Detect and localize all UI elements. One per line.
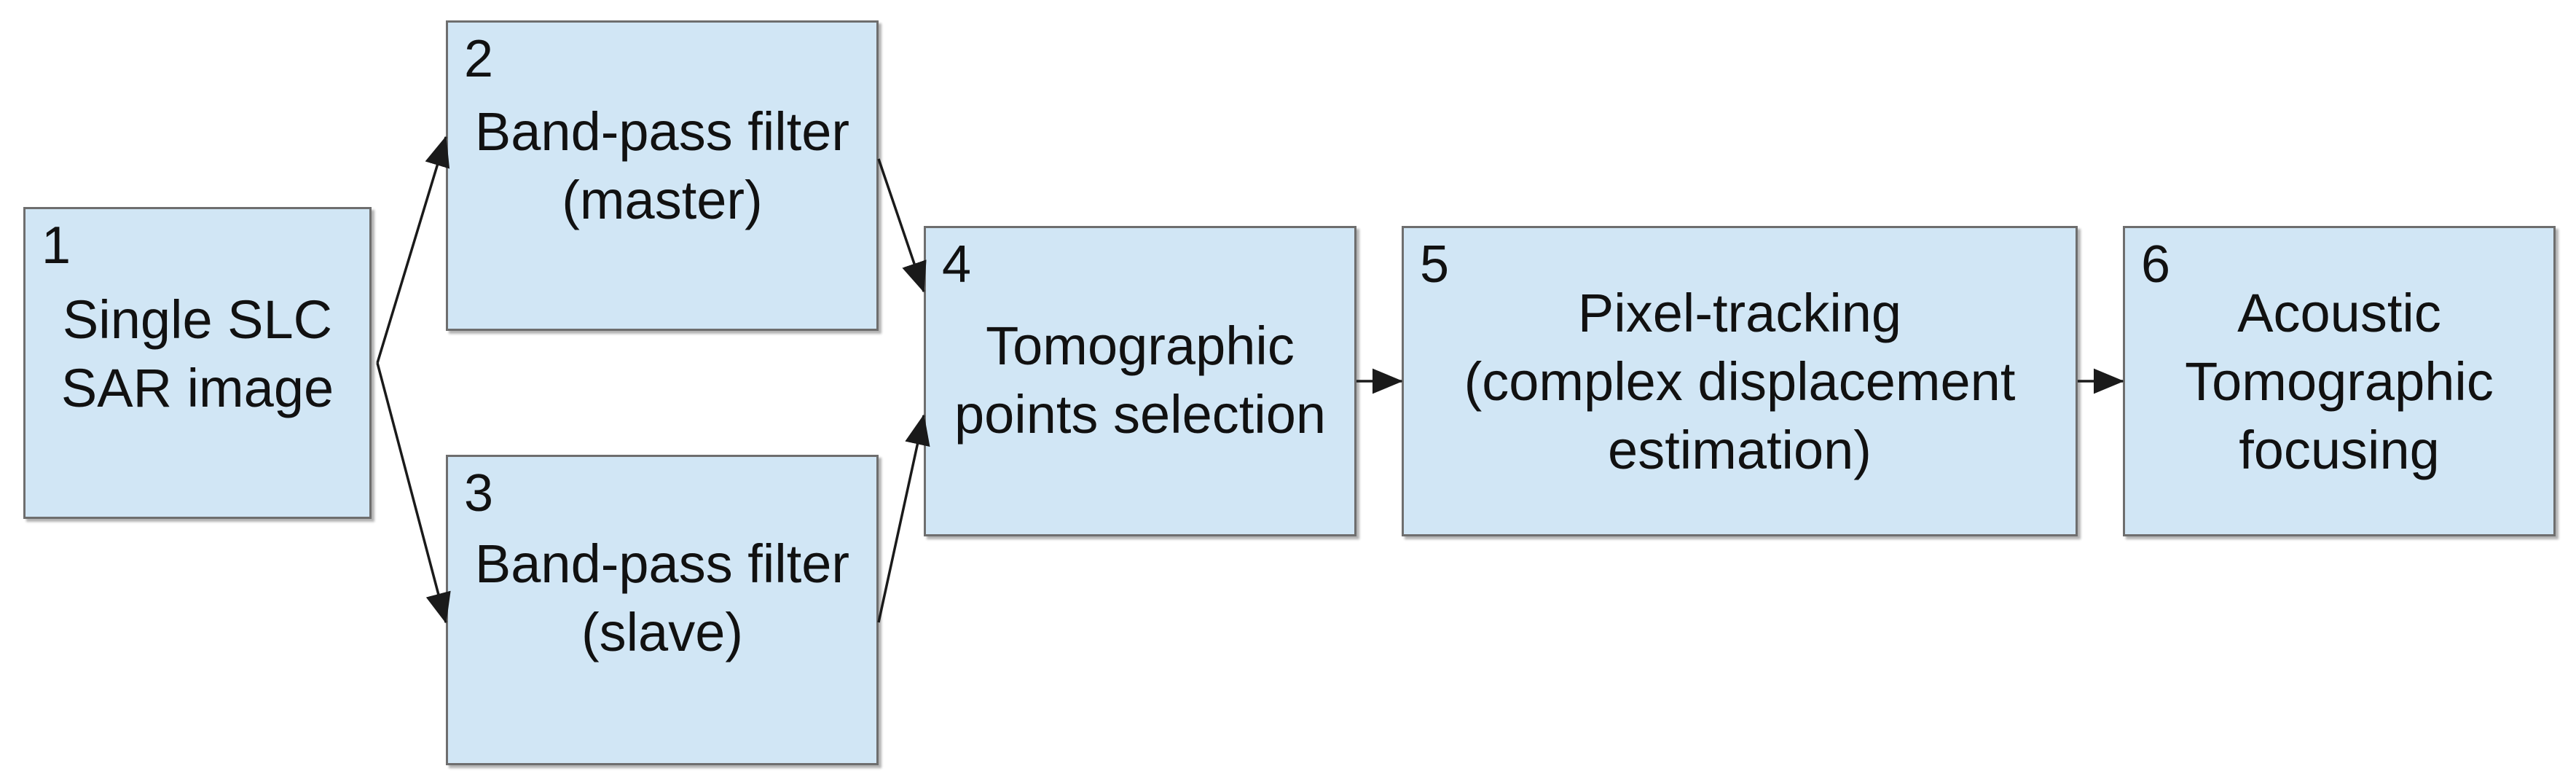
step-6-label-line-2: Tomographic (2185, 351, 2494, 412)
step-5-label: Pixel-tracking (complex displacement est… (1404, 279, 2076, 485)
step-5-number: 5 (1420, 235, 1450, 294)
step-1-label-line-2: SAR image (60, 358, 334, 418)
step-4-label-line-2: points selection (954, 384, 1327, 445)
step-4-number: 4 (942, 235, 972, 294)
step-5-label-line-1: Pixel-tracking (1577, 283, 1902, 343)
step-6-box: 6 Acoustic Tomographic focusing (2123, 226, 2556, 536)
step-3-box: 3 Band-pass filter (slave) (446, 455, 879, 765)
step-1-number: 1 (42, 216, 71, 275)
step-3-label-line-1: Band-pass filter (474, 533, 850, 594)
step-5-label-line-2: (complex displacement (1464, 351, 2016, 412)
step-4-label: Tomographic points selection (926, 312, 1354, 449)
arrow-2-to-4 (877, 158, 927, 293)
step-6-number: 6 (2141, 235, 2171, 294)
step-3-label: Band-pass filter (slave) (448, 530, 876, 667)
step-4-box: 4 Tomographic points selection (924, 226, 1356, 536)
step-4-label-line-1: Tomographic (986, 316, 1295, 376)
step-3-number: 3 (464, 464, 494, 523)
step-5-label-line-3: estimation) (1608, 420, 1872, 480)
arrow-3-to-4 (877, 414, 930, 623)
step-2-label: Band-pass filter (master) (448, 98, 876, 235)
step-2-label-line-2: (master) (562, 170, 763, 230)
step-1-label-line-1: Single SLC (62, 289, 333, 350)
step-2-label-line-1: Band-pass filter (474, 101, 850, 162)
arrow-1-to-2 (376, 136, 450, 364)
step-5-box: 5 Pixel-tracking (complex displacement e… (1402, 226, 2078, 536)
step-1-box: 1 Single SLC SAR image (23, 207, 372, 519)
arrow-1-to-3 (376, 362, 451, 624)
step-2-box: 2 Band-pass filter (master) (446, 20, 879, 331)
step-1-label: Single SLC SAR image (25, 286, 369, 423)
step-6-label-line-3: focusing (2239, 420, 2440, 480)
step-6-label-line-1: Acoustic (2237, 283, 2441, 343)
step-6-label: Acoustic Tomographic focusing (2125, 279, 2553, 485)
step-3-label-line-2: (slave) (581, 602, 744, 662)
step-2-number: 2 (464, 30, 494, 88)
